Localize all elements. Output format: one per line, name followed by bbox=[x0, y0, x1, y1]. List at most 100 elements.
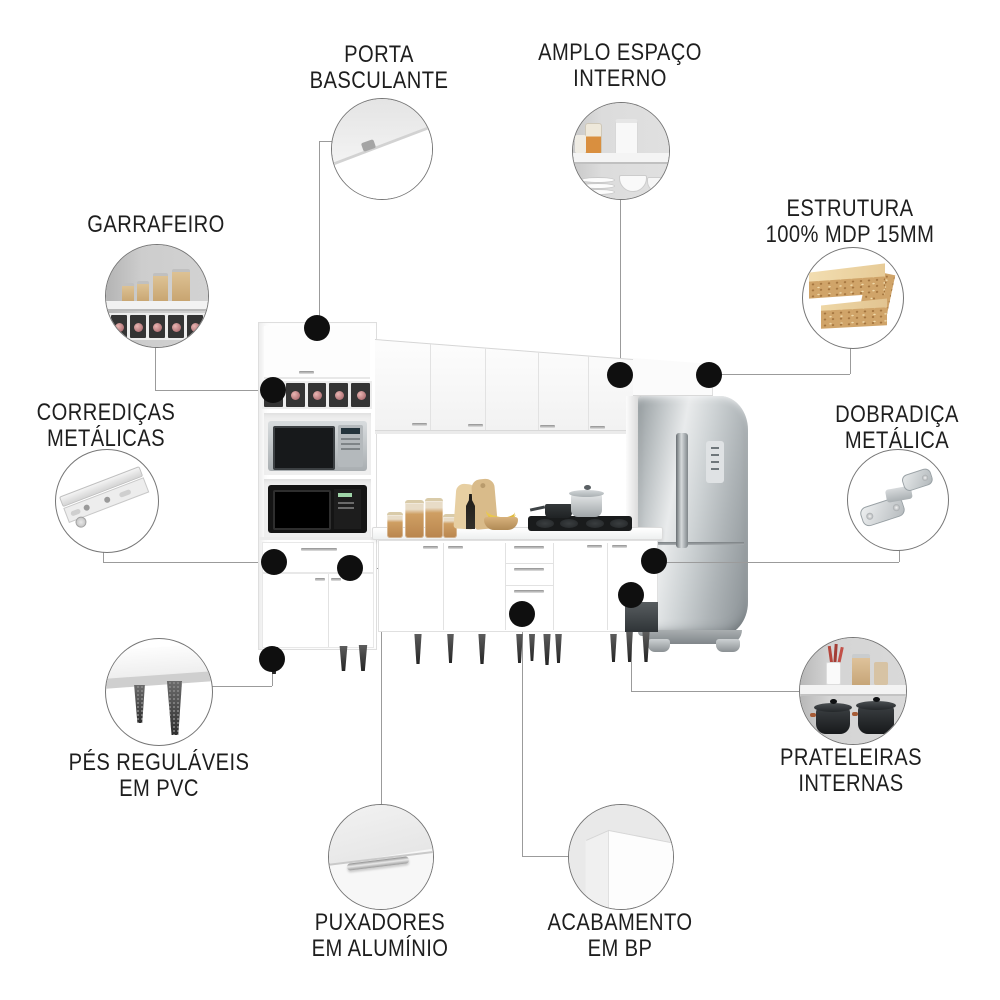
label-line: CORREDIÇAS bbox=[36, 399, 176, 426]
wine-bottle-cap bbox=[172, 323, 181, 332]
door-handle bbox=[412, 423, 427, 426]
fridge-divider bbox=[640, 542, 744, 545]
spice-jar bbox=[387, 512, 403, 538]
base-cabinet-body bbox=[378, 540, 658, 632]
callout-dot-garrafeiro bbox=[260, 377, 286, 403]
cabinet-leg bbox=[414, 634, 422, 664]
door-handle bbox=[448, 546, 463, 549]
cabinet-leg bbox=[543, 634, 551, 665]
door-gap bbox=[328, 574, 329, 647]
cabinet-leg bbox=[516, 634, 523, 663]
shelf-edge bbox=[259, 537, 376, 540]
hinge-cup-plate bbox=[900, 467, 935, 493]
slot-hole bbox=[118, 488, 132, 498]
tan-canister bbox=[172, 269, 190, 304]
oven-control-panel bbox=[334, 489, 361, 529]
connector-line bbox=[319, 141, 333, 142]
label-line: ACABAMENTO bbox=[547, 909, 693, 936]
microwave-control-panel bbox=[338, 425, 363, 467]
cabinet-leg bbox=[555, 634, 562, 663]
cabinet-leg bbox=[626, 632, 633, 662]
mdp-board-core bbox=[821, 307, 887, 329]
microwave-button-row bbox=[341, 443, 360, 445]
label-line: EM PVC bbox=[119, 775, 199, 802]
callout-label-garrafeiro: GARRAFEIRO bbox=[30, 212, 282, 238]
upper-cabinet-bottom-edge bbox=[375, 430, 633, 431]
mdp-panel-photo bbox=[802, 247, 904, 349]
hinge-screw bbox=[892, 503, 901, 513]
burner-grate bbox=[536, 519, 554, 528]
black-pot bbox=[810, 699, 852, 734]
label-line: ESTRUTURA bbox=[786, 195, 914, 222]
door-gap bbox=[443, 543, 444, 630]
connector-line bbox=[899, 548, 900, 562]
cabinet-leg bbox=[642, 632, 650, 662]
fridge-control-panel bbox=[706, 441, 724, 483]
label-line: 100% MDP 15MM bbox=[765, 221, 935, 248]
tall-cabinet bbox=[258, 322, 377, 674]
label-line: INTERNO bbox=[573, 65, 667, 92]
slide-roller bbox=[73, 515, 89, 530]
callout-label-porta-basculante: PORTA BASCULANTE bbox=[253, 42, 505, 94]
bottle-rack-row bbox=[109, 313, 205, 340]
pvc-leg bbox=[166, 681, 183, 735]
door-gap bbox=[485, 348, 486, 430]
tan-canister bbox=[122, 283, 134, 304]
wine-bottle bbox=[130, 315, 146, 338]
door-handle bbox=[468, 424, 483, 427]
pot-lid bbox=[856, 701, 896, 710]
label-line: GARRAFEIRO bbox=[87, 211, 225, 238]
shelf-board bbox=[106, 301, 208, 311]
fridge-panel-button bbox=[711, 461, 719, 463]
connector-line bbox=[710, 374, 850, 375]
metal-slide-photo bbox=[55, 449, 159, 553]
connector-line bbox=[522, 856, 568, 857]
fridge-foot bbox=[716, 639, 740, 652]
door-handle bbox=[331, 578, 341, 581]
callout-label-corredicas: CORREDIÇAS METÁLICAS bbox=[0, 400, 232, 452]
callout-label-pes-regulaveis: PÉS REGULÁVEIS EM PVC bbox=[33, 750, 285, 802]
door-gap bbox=[588, 356, 589, 430]
wine-bottle-cap bbox=[191, 323, 200, 332]
wine-bottle-cap bbox=[356, 391, 366, 400]
callout-dot-porta-basculante bbox=[304, 315, 330, 341]
tilting-door-photo bbox=[331, 98, 433, 200]
oven-window bbox=[273, 490, 331, 530]
label-line: METÁLICAS bbox=[46, 425, 166, 452]
microwave-display bbox=[341, 428, 360, 434]
door-handle bbox=[587, 545, 602, 548]
bottle bbox=[466, 494, 475, 529]
spice-jar bbox=[405, 500, 424, 538]
bottle-rack-photo bbox=[105, 244, 209, 348]
label-line: AMPLO ESPAÇO bbox=[538, 39, 702, 66]
drawer-handle bbox=[514, 590, 544, 593]
fridge-panel-button bbox=[711, 447, 719, 449]
microwave-button-row bbox=[341, 438, 360, 440]
saucepan bbox=[529, 504, 572, 518]
callout-label-prateleiras: PRATELEIRAS INTERNAS bbox=[725, 745, 977, 797]
fridge-foot bbox=[648, 639, 670, 652]
label-line: PÉS REGULÁVEIS bbox=[68, 749, 250, 776]
hinge-screw bbox=[921, 474, 929, 482]
connector-line bbox=[103, 562, 275, 563]
metal-hinge-photo bbox=[847, 449, 949, 551]
cabinet-leg bbox=[610, 634, 617, 662]
screw-hole bbox=[82, 503, 91, 512]
wine-bottle bbox=[168, 315, 184, 338]
upper-cabinet-body bbox=[375, 339, 633, 431]
black-pot bbox=[852, 697, 896, 734]
cabinet-leg bbox=[358, 645, 368, 671]
label-line: PRATELEIRAS bbox=[779, 744, 923, 771]
wine-bottle bbox=[187, 315, 203, 338]
pot-handle bbox=[852, 712, 858, 716]
door-handle bbox=[540, 425, 555, 428]
upper-cabinets bbox=[374, 338, 634, 434]
slide-rail-group bbox=[58, 466, 155, 538]
wine-bottle bbox=[149, 315, 165, 338]
door-gap bbox=[430, 344, 431, 430]
pvc-leg bbox=[134, 685, 145, 723]
label-line: DOBRADIÇA bbox=[835, 401, 959, 428]
utensil-cup bbox=[826, 662, 841, 685]
door-gap bbox=[553, 543, 554, 630]
